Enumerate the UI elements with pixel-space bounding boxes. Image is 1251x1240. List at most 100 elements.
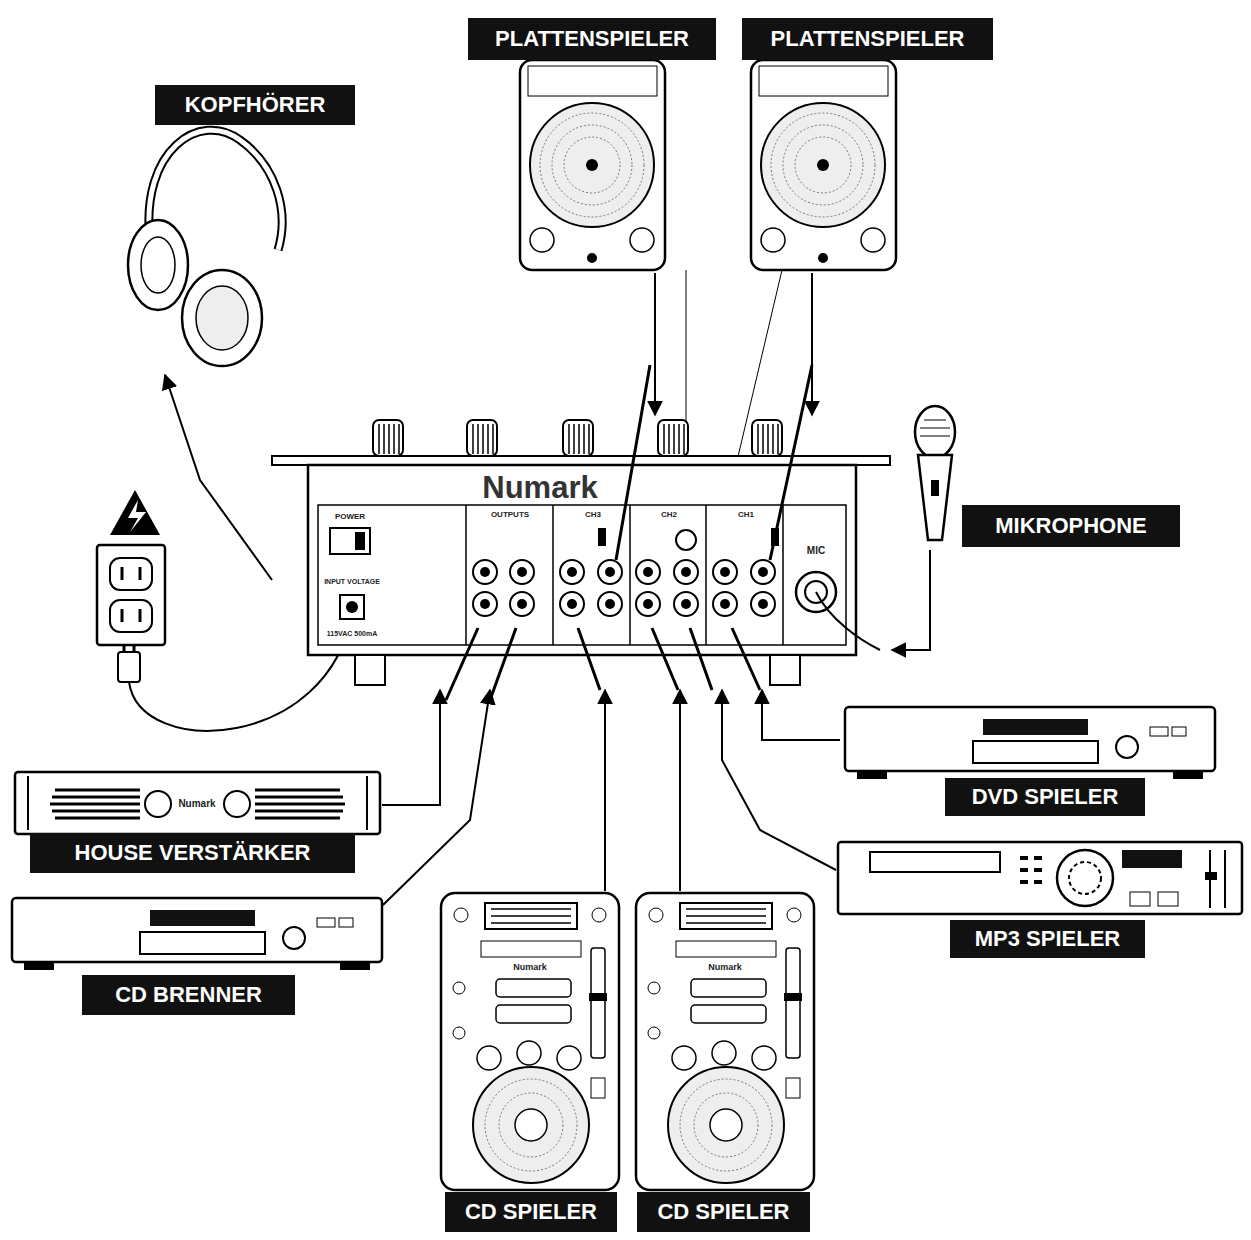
ground-post <box>676 530 696 550</box>
rca-jack <box>473 560 497 584</box>
lightning-bolt <box>128 500 146 532</box>
turntable: PLATTENSPIELER <box>742 18 993 273</box>
pitch-slider <box>1205 872 1217 880</box>
power-inlet <box>340 595 364 619</box>
rca-jack <box>598 560 622 584</box>
signal-cable <box>604 690 606 891</box>
mic-head <box>915 406 955 458</box>
turntable-drawing <box>520 60 665 270</box>
mixer-foot <box>355 655 385 685</box>
turntable-drawing <box>751 60 896 270</box>
turntable: PLATTENSPIELER <box>468 18 716 273</box>
cd-burner: CD BRENNER <box>8 893 383 1018</box>
ear-cup <box>196 286 248 350</box>
signal-cable <box>165 375 272 580</box>
rca-cable <box>616 365 812 560</box>
knob <box>373 420 403 456</box>
power-plug <box>118 652 140 682</box>
device-label: CD SPIELER <box>637 1192 810 1232</box>
signal-cable <box>679 690 681 891</box>
rca-jack <box>510 592 534 616</box>
rca-jack <box>674 592 698 616</box>
mixer-top-plate <box>272 456 890 465</box>
rca-jack <box>636 560 660 584</box>
dj-mixer: NumarkPOWER INPUT VOLTAGE 115VAC 500mA OUTP… <box>272 415 892 690</box>
device-label: MIKROPHONE <box>962 505 1180 547</box>
knob <box>658 420 688 456</box>
cd-player-drawing <box>441 893 619 1190</box>
ear-cup <box>128 220 188 310</box>
panel-label: CH3 <box>578 508 608 522</box>
microphone: MIKROPHONE <box>900 410 1182 550</box>
rca-jack <box>560 560 584 584</box>
device-label: PLATTENSPIELER <box>468 18 716 60</box>
signal-cable <box>811 273 813 415</box>
panel-label: Numark <box>172 797 222 811</box>
dvd-player-drawing <box>845 707 1215 779</box>
brand-name: Numark <box>455 468 625 508</box>
socket <box>110 600 152 632</box>
rca-jack <box>560 592 584 616</box>
ear-cup <box>182 270 262 366</box>
mixer-foot <box>770 655 800 685</box>
ear-cup <box>141 237 175 293</box>
dvd-player: DVD SPIELER <box>840 703 1218 818</box>
panel-label: Numark <box>500 962 560 974</box>
signal-cable <box>383 690 490 905</box>
button-grid <box>1020 858 1042 882</box>
panel-label: OUTPUTS <box>480 508 540 522</box>
signal-cable <box>892 550 930 650</box>
mp3-player: MP3 SPIELER <box>836 838 1244 960</box>
warning-sign <box>110 490 160 535</box>
jog-wheel <box>1069 862 1101 894</box>
cd-player: Numark CD SPIELER <box>438 891 623 1233</box>
rca-jack <box>598 592 622 616</box>
plug-prongs <box>124 644 134 652</box>
mic-cable <box>816 592 880 650</box>
rca-jack <box>674 560 698 584</box>
signal-cable <box>722 690 836 870</box>
rca-jack <box>751 560 775 584</box>
button <box>1130 892 1150 906</box>
device-label: DVD SPIELER <box>945 778 1145 816</box>
vent-slots <box>50 790 345 818</box>
mic-grille <box>920 420 950 436</box>
mic-body <box>918 455 952 540</box>
device-label: CD BRENNER <box>82 975 295 1015</box>
cd-player: Numark CD SPIELER <box>635 891 815 1233</box>
rca-jack <box>713 560 737 584</box>
panel-label: INPUT VOLTAGE <box>312 576 392 588</box>
rca-jack <box>473 592 497 616</box>
amp-knob <box>145 791 171 817</box>
panel-label: MIC <box>800 543 832 559</box>
house-amplifier: NumarkHOUSE VERSTÄRKER <box>12 768 382 876</box>
amplifier-body <box>15 772 380 834</box>
mic-switch <box>931 480 939 496</box>
rca-jack <box>636 592 660 616</box>
mp3-player-body <box>838 842 1242 914</box>
rca-jack <box>751 592 775 616</box>
cd-player-drawing <box>636 893 814 1190</box>
rca-jack <box>510 560 534 584</box>
signal-cable <box>382 690 440 805</box>
device-label: KOPFHÖRER <box>155 85 355 125</box>
panel-label: 115VAC 500mA <box>312 628 392 640</box>
device-label: MP3 SPIELER <box>950 920 1145 958</box>
knob <box>752 420 782 456</box>
cd-slot <box>870 852 1000 872</box>
socket <box>110 558 152 590</box>
panel-label: POWER <box>325 510 375 524</box>
headphones: KOPFHÖRER <box>125 85 360 375</box>
panel-label: Numark <box>695 962 755 974</box>
panel-label: CH2 <box>654 508 684 522</box>
signal-cable <box>762 690 840 740</box>
knob <box>563 420 593 456</box>
knob <box>467 420 497 456</box>
amp-knob <box>224 791 250 817</box>
wall-outlet <box>97 545 165 645</box>
display <box>1122 850 1182 868</box>
rack-ear <box>28 776 367 830</box>
device-label: CD SPIELER <box>445 1192 617 1232</box>
